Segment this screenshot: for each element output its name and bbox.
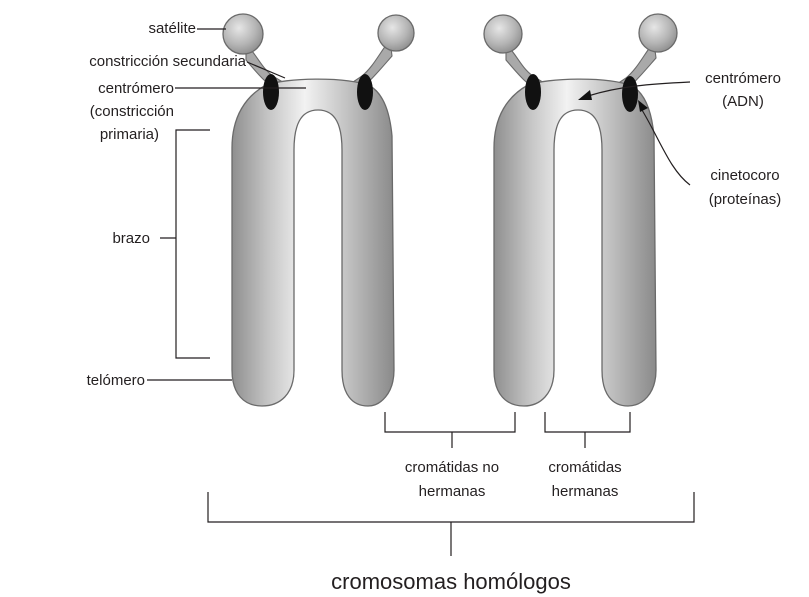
sister-chromatids-bracket bbox=[545, 412, 630, 448]
centromere-left-label-line2: (constricción bbox=[90, 103, 174, 120]
non-sister-chromatids-label-line1: cromátidas no bbox=[405, 459, 499, 476]
satellite-label: satélite bbox=[148, 20, 196, 37]
centromere-left-label-line3: primaria) bbox=[100, 126, 159, 143]
right-kinetochore-right bbox=[622, 76, 638, 112]
left-chromosome bbox=[223, 14, 414, 406]
sister-chromatids-label-line2: hermanas bbox=[552, 483, 619, 500]
kinetochore-label-line1: cinetocoro bbox=[710, 167, 779, 184]
right-kinetochore-left bbox=[525, 74, 541, 110]
right-satellite-left bbox=[484, 15, 522, 53]
left-satellite-right bbox=[378, 15, 414, 51]
non-sister-chromatids-bracket bbox=[385, 412, 515, 448]
centromere-right-label-line1: centrómero bbox=[705, 70, 781, 87]
kinetochore-label-line2: (proteínas) bbox=[709, 191, 782, 208]
arm-label: brazo bbox=[112, 230, 150, 247]
left-satellite-left bbox=[223, 14, 263, 54]
left-chromosome-body bbox=[232, 79, 394, 406]
sister-chromatids-label-line1: cromátidas bbox=[548, 459, 621, 476]
telomere-label: telómero bbox=[87, 372, 145, 389]
centromere-left-label-line1: centrómero bbox=[98, 80, 174, 97]
homologous-chromosomes-label: cromosomas homólogos bbox=[331, 569, 571, 594]
left-kinetochore-right bbox=[357, 74, 373, 110]
arm-bracket bbox=[160, 130, 210, 358]
secondary-constriction-label: constricción secundaria bbox=[89, 53, 246, 70]
right-satellite-right bbox=[639, 14, 677, 52]
right-chromosome bbox=[484, 14, 677, 406]
left-kinetochore-left bbox=[263, 74, 279, 110]
centromere-right-label-line2: (ADN) bbox=[722, 93, 764, 110]
homologous-chromosomes-bracket bbox=[208, 492, 694, 556]
right-chromosome-body bbox=[494, 79, 656, 406]
non-sister-chromatids-label-line2: hermanas bbox=[419, 483, 486, 500]
